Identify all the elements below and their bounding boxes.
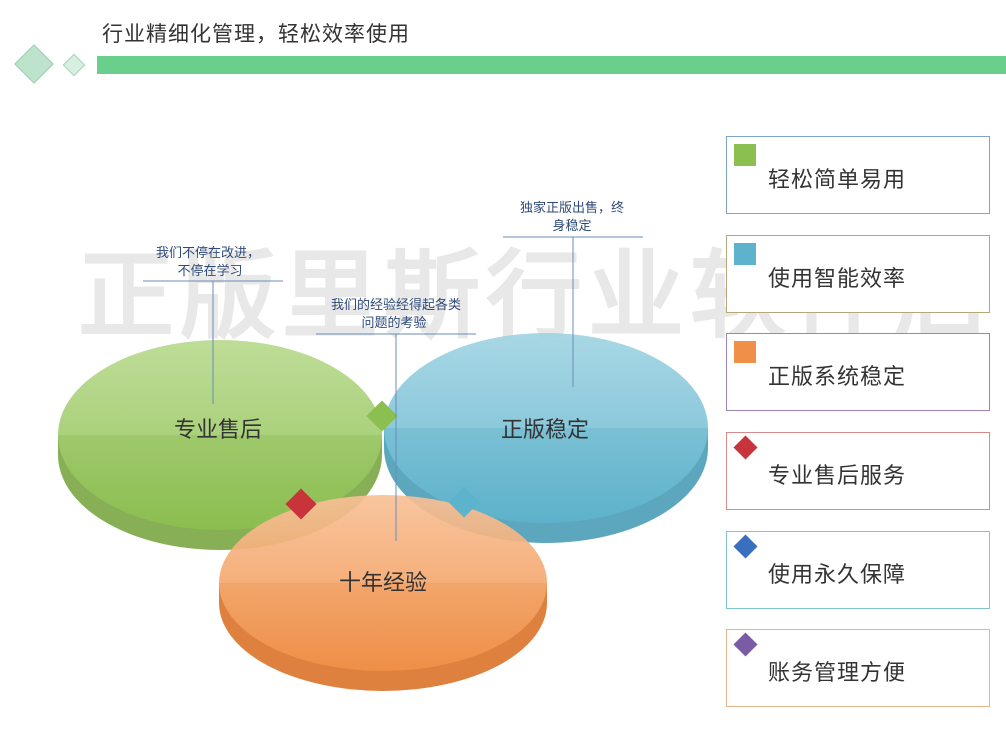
legend-square-blue (734, 243, 756, 265)
legend-square-green (734, 144, 756, 166)
callout-middle-line1: 我们的经验经得起各类 (331, 297, 461, 313)
callout-right-line2: 身稳定 (552, 218, 591, 234)
circle-orange-label: 十年经验 (339, 571, 427, 596)
legend-diamond-red (733, 435, 757, 459)
callout-middle-line2: 问题的考验 (361, 315, 426, 331)
legend-item: 正版系统稳定 (726, 333, 990, 411)
legend-item: 账务管理方便 (726, 629, 990, 707)
legend-item-label: 账务管理方便 (768, 655, 906, 687)
legend-item-label: 使用永久保障 (768, 557, 906, 589)
circle-green-label: 专业售后 (174, 418, 262, 443)
callout-left-line2: 不停在学习 (177, 263, 242, 279)
legend-item: 使用智能效率 (726, 235, 990, 313)
callout-right-line1: 独家正版出售，终 (520, 200, 624, 216)
legend-diamond-blue (733, 534, 757, 558)
legend-item-label: 正版系统稳定 (768, 359, 906, 391)
callout-left-line1: 我们不停在改进， (156, 245, 260, 261)
legend-item: 专业售后服务 (726, 432, 990, 510)
legend-item: 轻松简单易用 (726, 136, 990, 214)
legend-item-label: 专业售后服务 (768, 458, 906, 490)
legend-diamond-purple (733, 632, 757, 656)
legend-square-orange (734, 341, 756, 363)
venn-diagram: 专业售后 正版稳定 十年经验 我们不停在改进， 不停在学习 我们的经验经得起各类… (0, 0, 720, 735)
legend-item-label: 使用智能效率 (768, 261, 906, 293)
circle-blue-label: 正版稳定 (501, 418, 589, 443)
legend-item-label: 轻松简单易用 (768, 162, 906, 194)
legend-item: 使用永久保障 (726, 531, 990, 609)
